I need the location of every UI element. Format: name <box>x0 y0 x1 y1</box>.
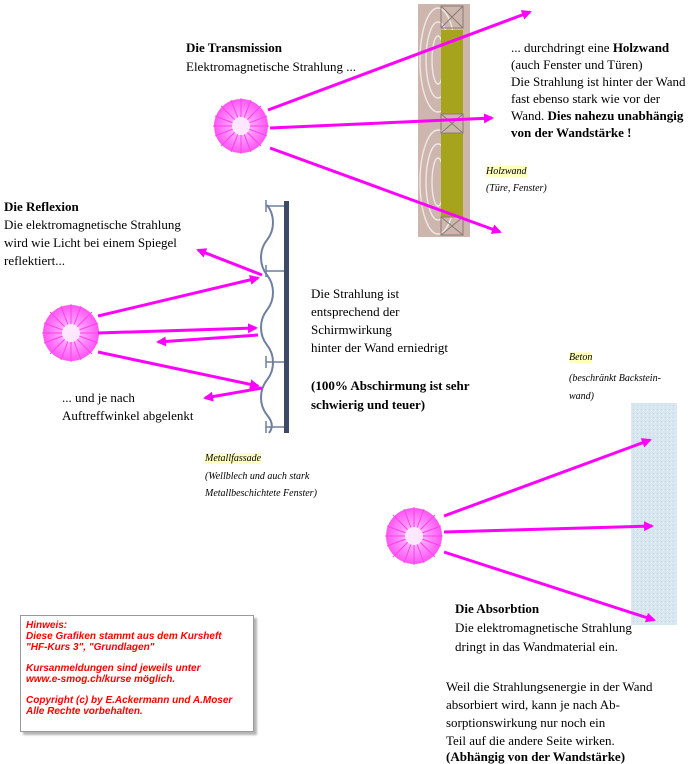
transmission-text-5: Wand. Dies nahezu unabhängig <box>511 108 684 123</box>
metal-facade-caption: Metallfassade <box>205 453 262 464</box>
absorbtion-text-2: dringt in das Wandmaterial ein. <box>455 639 618 654</box>
shielding-text-1: Die Strahlung ist <box>311 286 400 301</box>
absorbtion-explain-5: (Abhängig von der Wandstärke) <box>446 749 626 764</box>
absorbtion-explain-1: Weil die Strahlungsenergie in der Wand <box>446 679 653 694</box>
absorbtion-explain-4: Teil auf die andere Seite wirken. <box>446 733 615 748</box>
transmission-text-3: Die Strahlung ist hinter der Wand <box>511 74 686 89</box>
concrete-caption-sub-1: (beschränkt Backstein- <box>569 373 661 384</box>
radiation-source-absorbtion <box>385 507 443 565</box>
arrows-absorbtion <box>443 438 656 623</box>
metal-facade <box>260 200 289 434</box>
arrows-transmission <box>267 10 532 234</box>
transmission-text-2: (auch Fenster und Türen) <box>511 57 643 72</box>
course-note-box: Hinweis: Diese Grafiken stammt aus dem K… <box>20 615 254 732</box>
radiation-source-transmission <box>213 98 269 154</box>
reflexion-title: Die Reflexion <box>4 199 79 214</box>
concrete-caption-sub-2: wand) <box>569 391 594 402</box>
shielding-text-2: entsprechend der <box>311 304 400 319</box>
metal-facade-caption-sub-2: Metallbeschichtete Fenster) <box>205 488 317 499</box>
transmission-title: Die Transmission <box>186 40 282 55</box>
reflexion-text-2: wird wie Licht bei einem Spiegel <box>4 235 177 250</box>
reflexion-angle-1: ... und je nach <box>62 390 135 405</box>
shielding-text-5: (100% Abschirmung ist sehr <box>311 378 470 393</box>
shielding-text-6: schwierig und teuer) <box>311 397 426 412</box>
absorbtion-explain-3: sorptionswirkung nur noch ein <box>446 715 606 730</box>
reflexion-text-3: reflektiert... <box>4 253 65 268</box>
radiation-source-reflexion <box>42 304 100 362</box>
metal-facade-caption-sub-1: (Wellblech und auch stark <box>205 471 310 482</box>
transmission-text-1: ... durchdringt eine Holzwand <box>511 40 670 55</box>
note-line-1: Diese Grafiken stammt aus dem Kursheft <box>26 631 222 642</box>
arrows-reflexion <box>97 248 263 402</box>
note-heading: Hinweis: <box>26 620 68 631</box>
transmission-intro: Elektromagnetische Strahlung ... <box>186 59 357 74</box>
note-course-link: www.e-smog.ch/kurse möglich. <box>26 674 176 685</box>
concrete-wall <box>631 403 677 625</box>
note-line-3: Kursanmeldungen sind jeweils unter <box>26 663 201 674</box>
absorbtion-text-1: Die elektromagnetische Strahlung <box>455 620 632 635</box>
shielding-text-3: Schirmwirkung <box>311 322 392 337</box>
absorbtion-explain-2: absorbiert wird, kann je nach Ab- <box>446 697 621 712</box>
transmission-text-6: von der Wandstärke ! <box>511 125 632 140</box>
note-line-2: "HF-Kurs 3", "Grundlagen" <box>26 642 155 653</box>
note-rights: Alle Rechte vorbehalten. <box>26 706 143 717</box>
concrete-caption: Beton <box>569 352 593 363</box>
wood-wall-caption: Holzwand <box>486 166 527 177</box>
wood-wall-caption-sub: (Türe, Fenster) <box>486 183 547 194</box>
reflexion-text-1: Die elektromagnetische Strahlung <box>4 217 181 232</box>
absorbtion-title: Die Absorbtion <box>455 601 540 616</box>
shielding-text-4: hinter der Wand erniedrigt <box>311 340 448 355</box>
reflexion-angle-2: Auftreffwinkel abgelenkt <box>62 408 194 423</box>
note-copyright: Copyright (c) by E.Ackermann und A.Moser <box>26 695 233 706</box>
transmission-text-4: fast ebenso stark wie vor der <box>511 91 661 106</box>
